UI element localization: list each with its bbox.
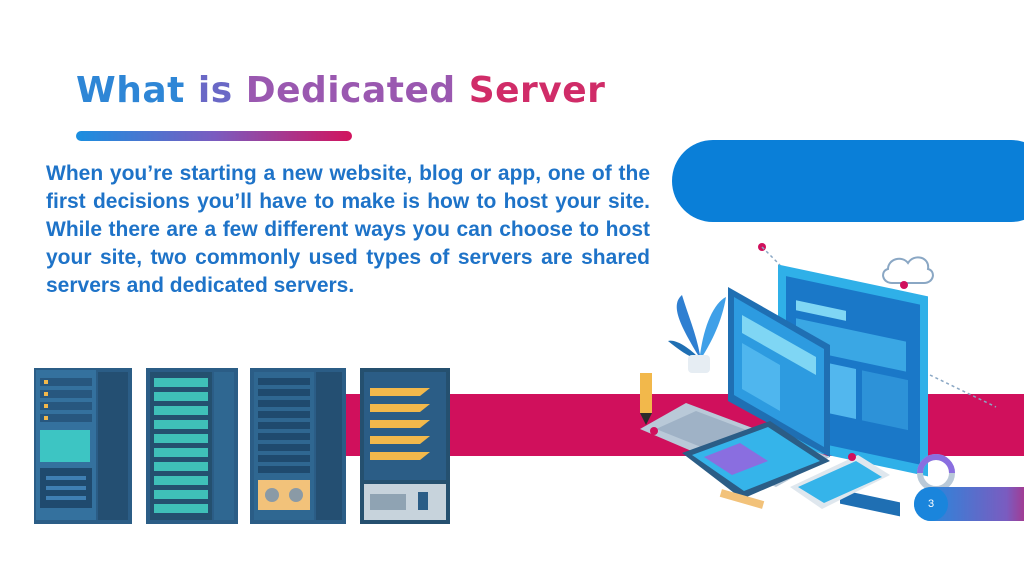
title-word-2: is [197,70,233,111]
page-number: 3 [914,487,948,521]
server-rack-1 [34,368,132,524]
server-rack-4 [360,368,450,524]
page-indicator: 3 [914,487,1024,521]
server-racks-illustration [34,368,450,524]
devices-dashboard-illustration [640,243,1000,517]
blue-decor-pill [672,140,1024,222]
server-rack-3 [250,368,346,524]
cloud-illustration [882,256,934,284]
title-word-3: Dedicated [245,70,456,111]
connector-line [929,374,997,408]
phone-illustration [790,455,890,509]
plant-illustration [668,295,726,373]
connector-line [761,246,781,266]
connector-dot [650,427,658,435]
pencil-illustration [640,373,652,425]
server-rack-2 [146,368,238,524]
connector-dot [900,281,908,289]
body-paragraph: When you’re starting a new website, blog… [46,162,650,297]
ruler-illustration [719,489,765,509]
title-word-4: Server [468,70,606,111]
connector-dot [848,453,856,461]
title-underline [76,131,352,141]
slide-title: What is Dedicated Server [76,70,605,111]
title-word-1: What [76,70,185,111]
tablet-illustration [682,421,830,499]
